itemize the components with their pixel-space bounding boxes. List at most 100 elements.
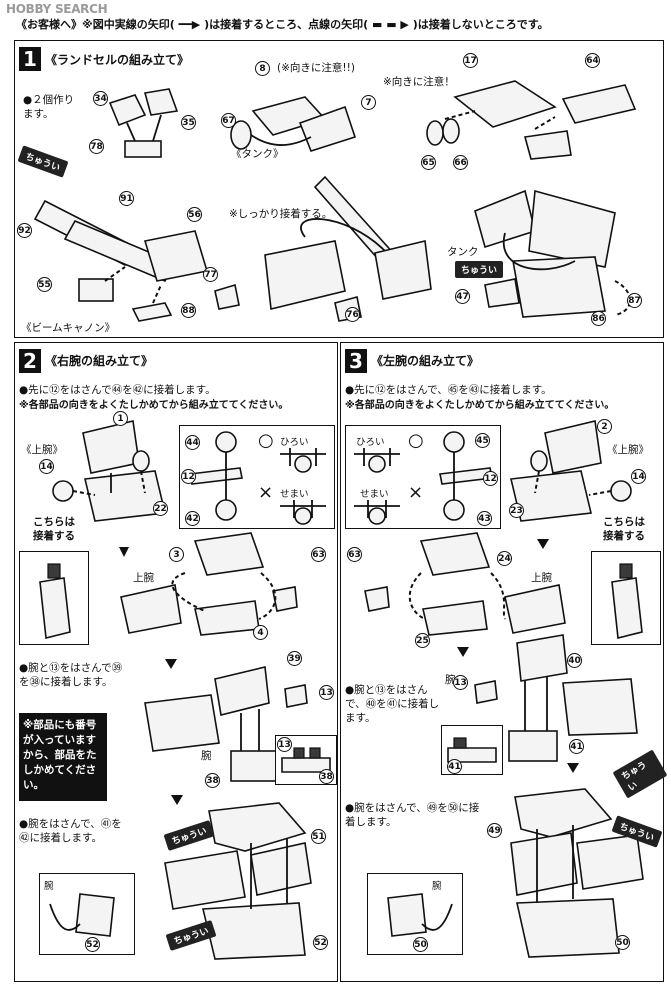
- part-num: 22: [153, 501, 168, 516]
- ng-mark: ×: [408, 482, 424, 503]
- narrow-label: せまい: [280, 489, 309, 500]
- part-num: 50: [413, 937, 428, 952]
- part-num: 63: [311, 547, 326, 562]
- part-num: 24: [497, 551, 512, 566]
- step3-arm-label2: 腕: [432, 881, 442, 892]
- part-num: 67: [221, 113, 236, 128]
- part-num: 64: [585, 53, 600, 68]
- part-num: 14: [631, 469, 646, 484]
- part-num: 35: [181, 115, 196, 130]
- step1-title: 《ランドセルの組み立て》: [45, 53, 190, 67]
- part-num: 47: [455, 289, 470, 304]
- step1-caution-b: ちゅうい: [455, 261, 504, 278]
- part-num: 13: [319, 685, 334, 700]
- part-num: 50: [615, 935, 630, 950]
- step3-inset-glue: [591, 551, 661, 645]
- part-num: 65: [421, 155, 436, 170]
- part-num: 40: [567, 653, 582, 668]
- part-num: 66: [453, 155, 468, 170]
- watermark: HOBBY SEARCH: [6, 2, 108, 16]
- step2-title: 《右腕の組み立て》: [45, 354, 154, 368]
- part-num: 88: [181, 303, 196, 318]
- part-num: 52: [313, 935, 328, 950]
- step2-illustration: [52, 420, 312, 960]
- ok-mark: ○: [408, 430, 424, 451]
- part-num: 12: [483, 471, 498, 486]
- part-num: 49: [487, 823, 502, 838]
- part-num: 23: [509, 503, 524, 518]
- step3-upper-arm-a: 《上腕》: [607, 444, 649, 456]
- part-num: 92: [17, 223, 32, 238]
- step1-note-direction-a: (※向きに注意!!): [277, 62, 355, 74]
- part-num: 14: [39, 459, 54, 474]
- step3-number: 3: [345, 349, 367, 373]
- step3-line1: ●先に⑫をはさんで、㊺を㊸に接着します。: [345, 384, 552, 396]
- step2-arm-label: 腕: [201, 750, 212, 762]
- step3-line3: ●腕と⑬をはさんで、㊵を㊶に接着します。: [345, 684, 440, 724]
- step2-inset-arm: 腕: [39, 873, 135, 955]
- part-num: 45: [475, 433, 490, 448]
- step1-number: 1: [19, 47, 41, 71]
- part-num: 13: [453, 675, 468, 690]
- part-num: 78: [89, 139, 104, 154]
- part-num: 3: [169, 547, 184, 562]
- step1-panel: 1 《ランドセルの組み立て》 ●２個作り ます。 (※向きに注意!!) ※向きに…: [14, 40, 664, 338]
- part-num: 8: [255, 61, 270, 76]
- step2-line2: ※各部品の向きをよくたしかめてから組み立ててください。: [19, 400, 289, 411]
- wide-label: ひろい: [356, 437, 385, 448]
- part-num: 43: [477, 511, 492, 526]
- step3-arm-label: 腕: [445, 674, 456, 686]
- part-num: 17: [463, 53, 478, 68]
- step1-glue-firmly: ※しっかり接着する。: [229, 208, 333, 220]
- part-num: 86: [591, 311, 606, 326]
- step2-arm-label2: 腕: [44, 881, 54, 892]
- step2-line3: ●腕と⑬をはさんで㊴を㊳に接着します。: [19, 662, 123, 688]
- step2-glue-here: こちらは 接着する: [33, 516, 75, 542]
- part-num: 7: [361, 95, 376, 110]
- narrow-label: せまい: [360, 489, 389, 500]
- part-num: 38: [205, 773, 220, 788]
- step3-upper-arm-b: 上腕: [531, 572, 552, 584]
- ng-mark: ×: [258, 482, 274, 503]
- step1-note-direction-b: ※向きに注意！: [383, 76, 455, 88]
- step2-upper-arm-a: 《上腕》: [21, 444, 63, 456]
- step2-black-note: ※部品にも番号が入っていますから、部品をたしかめてください。: [19, 713, 107, 801]
- step2-inset-glue: [19, 551, 89, 645]
- part-num: 2: [597, 419, 612, 434]
- part-num: 34: [93, 91, 108, 106]
- part-num: 13: [277, 737, 292, 752]
- ok-mark: ○: [258, 430, 274, 451]
- part-num: 44: [185, 435, 200, 450]
- step3-glue-here: こちらは 接着する: [603, 516, 645, 542]
- top-note: 《お客様へ》※図中実線の矢印( ━━▶ )は接着するところ、点線の矢印( ▬ ▬…: [16, 18, 549, 31]
- step3-line2: ※各部品の向きをよくたしかめてから組み立ててください。: [345, 400, 615, 411]
- step2-line1: ●先に⑫をはさんで㊹を㊷に接着します。: [19, 384, 216, 396]
- part-num: 87: [627, 293, 642, 308]
- step2-line4: ●腕をはさんで、㊶を㊷に接着します。: [19, 818, 122, 844]
- part-num: 25: [415, 633, 430, 648]
- part-num: 77: [203, 267, 218, 282]
- step2-panel: 2 《右腕の組み立て》 ●先に⑫をはさんで㊹を㊷に接着します。 ※各部品の向きを…: [14, 342, 338, 982]
- part-num: 56: [187, 207, 202, 222]
- step1-beam-cannon: 《ビームキャノン》: [21, 322, 116, 334]
- part-num: 41: [447, 759, 462, 774]
- step1-make-two: ●２個作り ます。: [23, 94, 75, 120]
- part-num: 38: [319, 769, 334, 784]
- part-num: 51: [311, 829, 326, 844]
- step3-title: 《左腕の組み立て》: [371, 354, 480, 368]
- wide-label: ひろい: [280, 437, 309, 448]
- step1-tank-label2: タンク: [447, 246, 479, 258]
- part-num: 52: [85, 937, 100, 952]
- part-num: 12: [181, 469, 196, 484]
- step3-line4: ●腕をはさんで、㊾を㊿に接着します。: [345, 802, 480, 828]
- part-num: 41: [569, 739, 584, 754]
- step1-illustration: [33, 80, 637, 322]
- step3-panel: 3 《左腕の組み立て》 ●先に⑫をはさんで、㊺を㊸に接着します。 ※各部品の向き…: [340, 342, 668, 982]
- part-num: 76: [345, 307, 360, 322]
- step2-upper-arm-b: 上腕: [133, 572, 154, 584]
- step2-number: 2: [19, 349, 41, 373]
- part-num: 91: [119, 191, 134, 206]
- part-num: 42: [185, 511, 200, 526]
- part-num: 55: [37, 277, 52, 292]
- part-num: 1: [113, 411, 128, 426]
